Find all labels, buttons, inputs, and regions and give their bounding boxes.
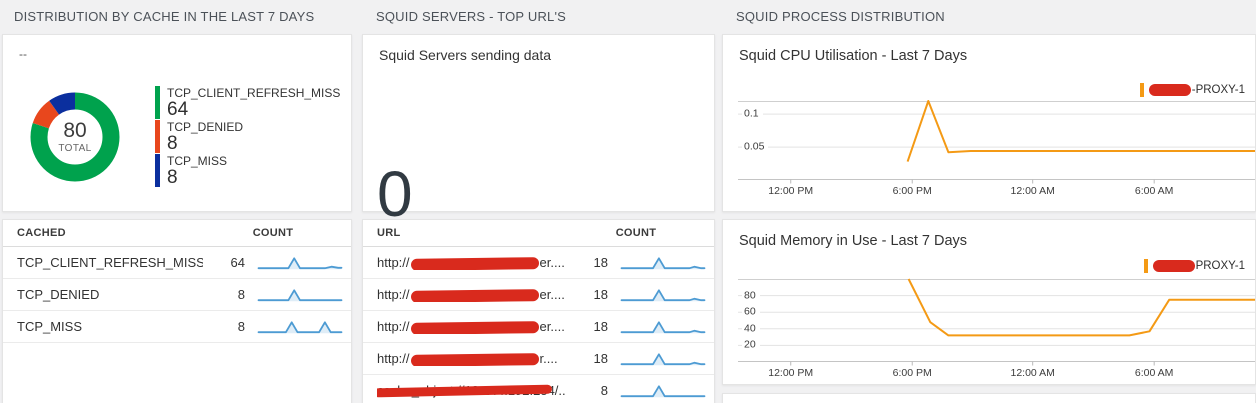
servers-sending-data-tile[interactable]: Squid Servers sending data 0 <box>362 34 715 227</box>
x-axis-label: 12:00 PM <box>768 185 814 197</box>
url-count: 18 <box>593 351 608 366</box>
sparkline <box>257 319 343 335</box>
y-axis-label: 0.1 <box>742 107 763 120</box>
cache-name: TCP_MISS <box>17 319 83 334</box>
url-count: 18 <box>593 319 608 334</box>
x-axis-label: 6:00 PM <box>892 367 932 379</box>
sparkline <box>620 383 706 399</box>
memory-in-use-tile[interactable]: Squid Memory in Use - Last 7 Days PROXY-… <box>722 219 1256 385</box>
table-row[interactable]: cache_object://10.144.192.254/... 8 <box>363 375 714 403</box>
column-header-cached[interactable]: CACHED <box>17 227 66 239</box>
table-header: CACHED COUNT <box>3 220 351 247</box>
legend-label: TCP_DENIED <box>167 120 244 134</box>
cache-distribution-tile[interactable]: -- 80 TOTAL TCP_CLIENT_REFRESH_MISS 64 T… <box>2 34 352 212</box>
sparkline <box>620 319 706 335</box>
donut-legend: TCP_CLIENT_REFRESH_MISS 64 TCP_DENIED 8 … <box>155 86 340 188</box>
legend-color-bar <box>155 154 160 187</box>
cpu-line-chart: 0.1 0.05 12:00 PM 6:00 PM 12:00 AM 6:00 AM <box>738 100 1255 197</box>
legend-label: -PROXY-1 <box>1191 84 1245 96</box>
chart-title: Squid Memory in Use - Last 7 Days <box>739 233 968 249</box>
redaction-mark <box>410 352 539 366</box>
url-count: 18 <box>593 255 608 270</box>
column-header-count[interactable]: COUNT <box>252 227 294 239</box>
table-row[interactable]: TCP_MISS 8 <box>3 311 351 343</box>
tile-note: -- <box>19 47 27 61</box>
partial-tile <box>722 393 1256 403</box>
cache-count: 64 <box>230 255 245 270</box>
url-cell: http://er.... <box>377 319 565 334</box>
sparkline <box>257 287 343 303</box>
legend-item-tcp-client-refresh-miss[interactable]: TCP_CLIENT_REFRESH_MISS 64 <box>155 86 340 119</box>
top-urls-table-tile[interactable]: URL COUNT http://er.... 18 http://er....… <box>362 219 715 403</box>
column-header-url[interactable]: URL <box>377 227 401 239</box>
url-count: 18 <box>593 287 608 302</box>
table-row[interactable]: TCP_DENIED 8 <box>3 279 351 311</box>
redaction-mark <box>410 256 539 270</box>
y-axis-label: 80 <box>742 288 760 301</box>
url-cell: cache_object://10.144.192.254/... <box>377 383 566 398</box>
y-axis-label: 20 <box>742 338 760 351</box>
url-cell: http://er.... <box>377 287 565 302</box>
legend-label: TCP_CLIENT_REFRESH_MISS <box>167 86 341 100</box>
legend-color-bar <box>155 120 160 153</box>
legend-item-tcp-denied[interactable]: TCP_DENIED 8 <box>155 120 340 153</box>
cache-name: TCP_DENIED <box>17 287 100 302</box>
x-axis-label: 6:00 AM <box>1134 367 1174 379</box>
servers-count-value: 0 <box>377 158 413 230</box>
section-title-cache-distribution: DISTRIBUTION BY CACHE IN THE LAST 7 DAYS <box>14 9 315 24</box>
legend-color-bar <box>1139 83 1144 97</box>
redaction-mark <box>410 288 539 302</box>
cache-name: TCP_CLIENT_REFRESH_MISS <box>17 255 203 270</box>
x-axis-label: 12:00 AM <box>1010 367 1055 379</box>
x-axis-label: 12:00 PM <box>768 367 814 379</box>
legend-color-bar <box>155 86 160 119</box>
legend-label: TCP_MISS <box>167 154 228 168</box>
table-row[interactable]: http://r.... 18 <box>363 343 714 375</box>
legend-color-bar <box>1143 259 1148 273</box>
y-axis-label: 60 <box>742 305 760 318</box>
sparkline <box>620 287 706 303</box>
tile-title: Squid Servers sending data <box>379 47 551 63</box>
sparkline <box>257 255 343 271</box>
sparkline <box>620 351 706 367</box>
legend-item-tcp-miss[interactable]: TCP_MISS 8 <box>155 154 340 187</box>
redaction-mark <box>1148 84 1191 96</box>
donut-svg <box>30 92 120 182</box>
column-header-count[interactable]: COUNT <box>615 227 657 239</box>
legend-label: PROXY-1 <box>1195 260 1245 272</box>
legend-value: 8 <box>167 167 178 188</box>
memory-line-chart: 80 60 40 20 12:00 PM 6:00 PM 12:00 AM 6:00 AM <box>738 278 1255 379</box>
legend-value: 64 <box>167 99 189 120</box>
table-row[interactable]: http://er.... 18 <box>363 247 714 279</box>
url-cell: http://er.... <box>377 255 565 270</box>
redaction-mark <box>410 320 539 334</box>
cache-table-tile[interactable]: CACHED COUNT TCP_CLIENT_REFRESH_MISS 64 … <box>2 219 352 403</box>
cache-count: 8 <box>237 287 245 302</box>
x-axis-label: 12:00 AM <box>1010 185 1055 197</box>
url-cell: http://r.... <box>377 351 558 366</box>
redaction-mark <box>1152 260 1195 272</box>
chart-title: Squid CPU Utilisation - Last 7 Days <box>739 48 968 64</box>
cache-count: 8 <box>237 319 245 334</box>
chart-legend[interactable]: PROXY-1 <box>1143 259 1245 273</box>
table-header: URL COUNT <box>363 220 714 247</box>
y-axis-label: 0.05 <box>742 140 769 153</box>
table-row[interactable]: TCP_CLIENT_REFRESH_MISS 64 <box>3 247 351 279</box>
y-axis-label: 40 <box>742 322 760 335</box>
table-row[interactable]: http://er.... 18 <box>363 311 714 343</box>
url-count: 8 <box>600 383 608 398</box>
sparkline <box>620 255 706 271</box>
section-title-process-distribution: SQUID PROCESS DISTRIBUTION <box>736 9 945 24</box>
chart-legend[interactable]: -PROXY-1 <box>1139 83 1245 97</box>
x-axis-label: 6:00 PM <box>892 185 932 197</box>
cache-donut-chart: 80 TOTAL <box>29 91 121 183</box>
section-title-top-urls: SQUID SERVERS - TOP URL'S <box>376 9 567 24</box>
x-axis-label: 6:00 AM <box>1134 185 1174 197</box>
legend-value: 8 <box>167 133 178 154</box>
cpu-utilisation-tile[interactable]: Squid CPU Utilisation - Last 7 Days -PRO… <box>722 34 1256 212</box>
table-row[interactable]: http://er.... 18 <box>363 279 714 311</box>
